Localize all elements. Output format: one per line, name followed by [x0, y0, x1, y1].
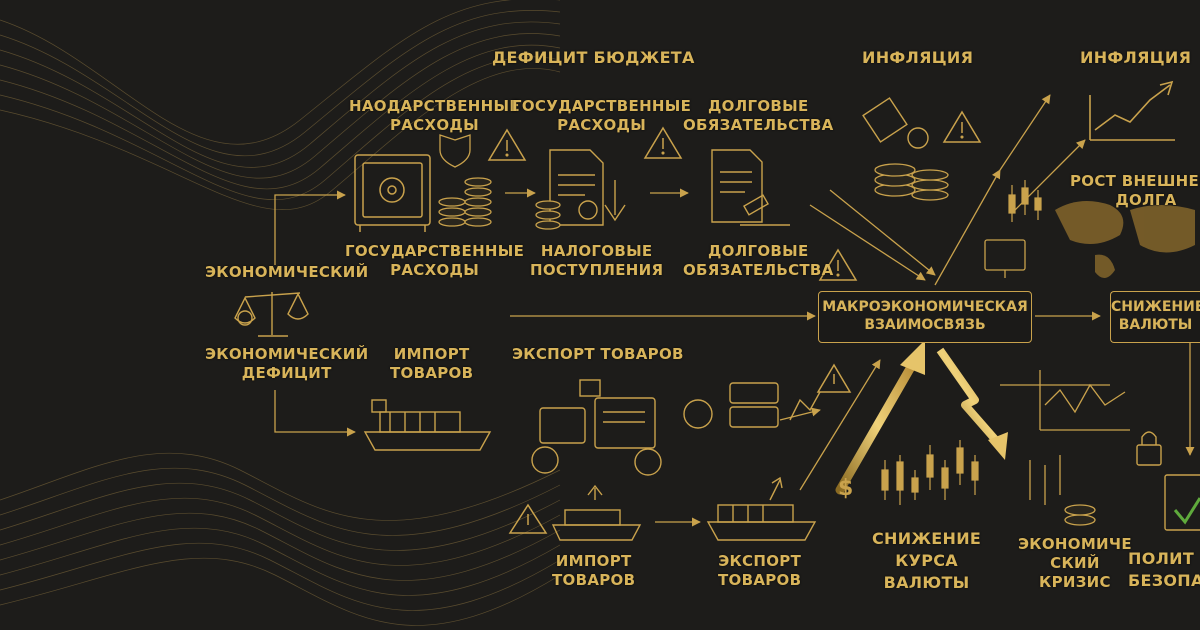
dollar-icon: $ — [838, 476, 853, 501]
padlock-icon — [1136, 431, 1162, 466]
policy-security-label: ПОЛИТБЕЗОПАС — [1128, 549, 1200, 590]
connectors — [274, 94, 1195, 527]
budget-deficit-label: ДЕФИЦИТ БЮДЖЕТА — [492, 48, 695, 67]
warning-icon — [487, 110, 982, 534]
coin-stack-icon — [874, 163, 949, 201]
cargo-ship-icon — [551, 484, 642, 541]
world-map-icon — [1055, 201, 1195, 279]
scale-icon — [234, 292, 309, 337]
decorative-waves-top — [0, 0, 561, 210]
coin-stack-icon — [535, 200, 561, 230]
candlestick-icon — [1008, 180, 1042, 222]
safe-icon — [354, 154, 431, 232]
cargo-ship-icon — [363, 399, 492, 451]
tax-document-icon — [549, 149, 626, 226]
document-check-icon — [1164, 474, 1200, 531]
line-chart-icon — [1039, 370, 1130, 431]
cargo-ship-icon — [706, 476, 817, 541]
inflation-label-right: ИНФЛЯЦИЯ — [1080, 48, 1192, 67]
export-goods-label-mid: ЭКСПОРТ ТОВАРОВ — [512, 345, 684, 363]
price-tag-icon — [862, 97, 929, 149]
trade-flow-icon — [531, 379, 662, 476]
decorative-waves-bottom — [0, 452, 561, 626]
server-icon — [683, 382, 821, 429]
debt-document-icon — [711, 149, 790, 226]
external-debt-growth-label: РОСТ ВНЕШНЕГОДОЛГА — [1070, 172, 1200, 209]
shield-icon — [439, 134, 471, 168]
rising-chart-icon — [1089, 80, 1175, 141]
rising-gold-arrow: $ — [835, 340, 925, 501]
monitor-icon — [984, 239, 1026, 278]
crisis-icon — [1029, 455, 1096, 526]
candlestick-chart-icon — [881, 440, 979, 505]
inflation-label: ИНФЛЯЦИЯ — [862, 48, 974, 67]
falling-gold-arrow — [936, 347, 1008, 460]
coin-stack-icon — [438, 177, 492, 227]
economic-label: ЭКОНОМИЧЕСКИЙ — [205, 263, 369, 281]
